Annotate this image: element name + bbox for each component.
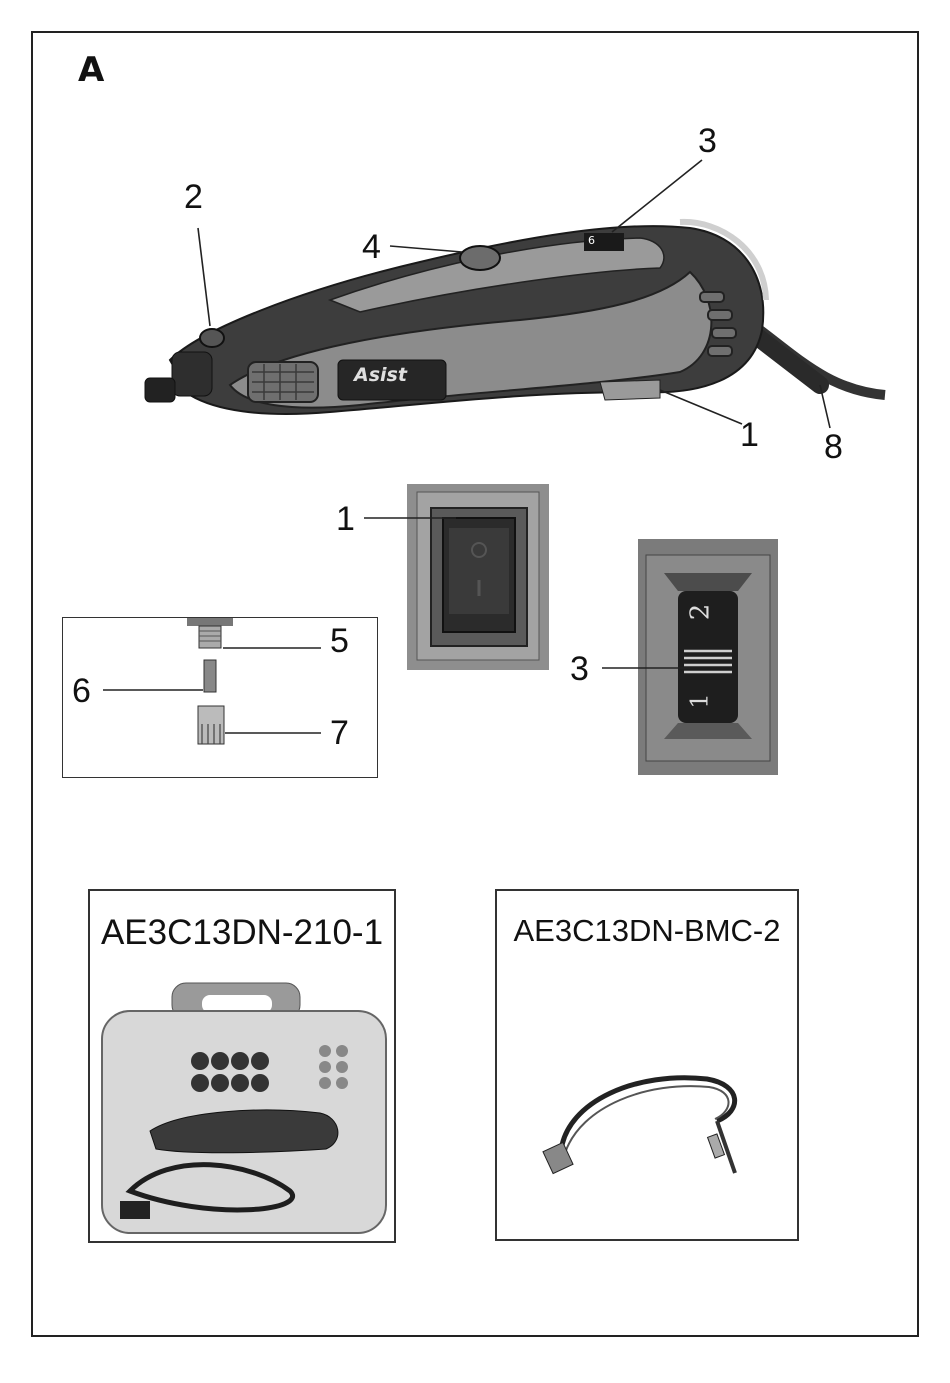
tool-brand-logo: Asist: [354, 364, 407, 386]
collet-callout-5: 5: [330, 624, 349, 658]
callout-8: 8: [824, 430, 843, 464]
on-off-switch-photo: [407, 484, 549, 670]
dial-digit-2: 2: [685, 604, 715, 621]
collet-callout-6: 6: [72, 674, 91, 708]
dial-callout-3: 3: [570, 652, 589, 686]
rotary-tool-illustration: [0, 0, 950, 480]
callout-1: 1: [740, 418, 759, 452]
switch-callout-1: 1: [336, 502, 355, 536]
callout-2: 2: [184, 180, 203, 214]
speed-display: 6: [588, 234, 595, 247]
flexible-shaft-illustration: [497, 891, 801, 1243]
kit-case-illustration: [90, 891, 398, 1245]
kit-box-210: AE3C13DN-210-1: [88, 889, 396, 1243]
callout-3: 3: [698, 124, 717, 158]
collet-callout-7: 7: [330, 716, 349, 750]
dial-digit-1: 1: [686, 693, 714, 708]
kit-box-bmc: AE3C13DN-BMC-2: [495, 889, 799, 1241]
speed-dial-photo: 2 1: [638, 539, 778, 775]
callout-4: 4: [362, 230, 381, 264]
